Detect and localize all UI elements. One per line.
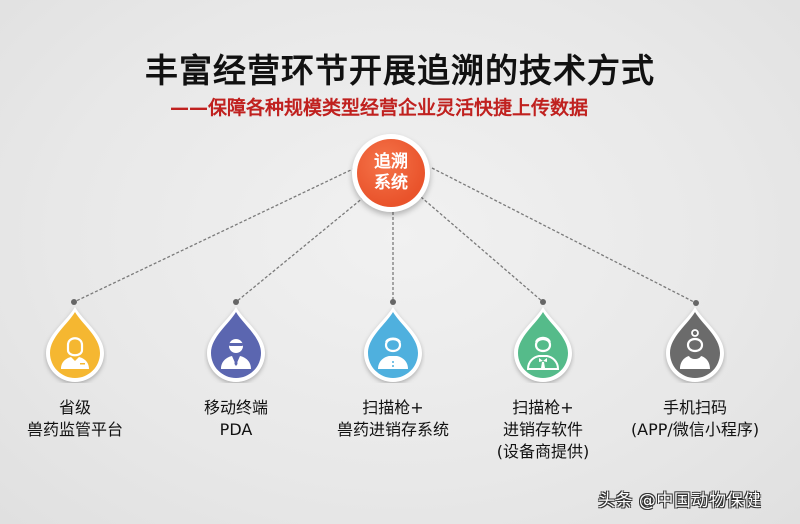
node-label-line: 手机扫码 [662, 398, 727, 417]
drop-badge [663, 305, 727, 383]
doctor-icon [46, 307, 104, 382]
woman-bun-icon [666, 307, 724, 382]
drop-badge [204, 305, 268, 383]
node-scanner-vendor-software: 扫描枪+ 进销存软件 (设备商提供) [463, 305, 623, 463]
hub-core: 追溯 系统 [357, 139, 425, 207]
node-label: 手机扫码 (APP/微信小程序) [615, 397, 775, 441]
connector-dot [233, 299, 239, 305]
node-label: 省级 兽药监管平台 [0, 397, 155, 441]
node-label: 扫描枪+ 进销存软件 (设备商提供) [463, 397, 623, 463]
connector-dot [693, 300, 699, 306]
node-scanner-inventory-system: 扫描枪+ 兽药进销存系统 [313, 305, 473, 441]
node-label-line: (设备商提供) [496, 442, 590, 461]
connector-line [431, 167, 697, 304]
node-label-line: 兽药进销存系统 [336, 420, 449, 439]
node-label: 扫描枪+ 兽药进销存系统 [313, 397, 473, 441]
page-subtitle: ——保障各种规模类型经营企业灵活快捷上传数据 [170, 97, 589, 119]
businessman-glasses-icon [207, 307, 265, 382]
traceability-system-hub: 追溯 系统 [352, 134, 430, 212]
drop-badge [43, 305, 107, 383]
node-label: 移动终端 PDA [156, 397, 316, 441]
node-label-line: 移动终端 [203, 398, 268, 417]
source-watermark: 头条 @中国动物保健 [598, 491, 762, 511]
connector-line [235, 196, 365, 303]
drop-badge [361, 305, 425, 383]
node-label-line: PDA [219, 420, 253, 439]
drop-badge [511, 305, 575, 383]
node-label-line: 省级 [58, 398, 91, 417]
node-label-line: 兽药监管平台 [26, 420, 123, 439]
connector-dot [390, 299, 396, 305]
node-mobile-scan: 手机扫码 (APP/微信小程序) [615, 305, 775, 441]
connector-line [73, 167, 356, 303]
hub-label-line2: 系统 [374, 173, 408, 193]
node-label-line: (APP/微信小程序) [630, 420, 760, 439]
user-icon [364, 307, 422, 382]
node-mobile-pda: 移动终端 PDA [156, 305, 316, 441]
connector-dot [71, 299, 77, 305]
hub-label-line1: 追溯 [374, 152, 408, 172]
node-label-line: 扫描枪+ [362, 398, 424, 417]
node-provincial-platform: 省级 兽药监管平台 [0, 305, 155, 441]
node-label-line: 进销存软件 [502, 420, 583, 439]
waiter-icon [514, 307, 572, 382]
connector-line [420, 196, 544, 303]
page-title: 丰富经营环节开展追溯的技术方式 [145, 51, 655, 90]
node-label-line: 扫描枪+ [512, 398, 574, 417]
connector-dot [540, 299, 546, 305]
